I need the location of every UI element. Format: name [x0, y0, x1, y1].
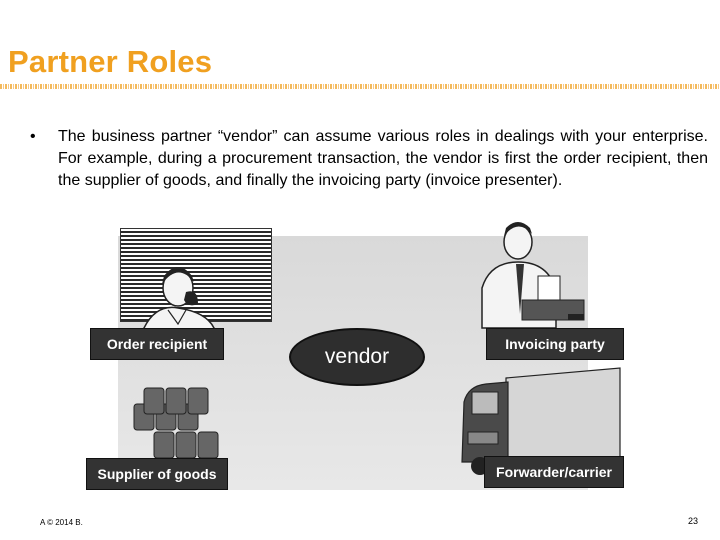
invoicing-party-label: Invoicing party [486, 328, 624, 360]
bullet-item: • The business partner “vendor” can assu… [30, 126, 708, 192]
bullet-text: The business partner “vendor” can assume… [58, 128, 708, 189]
barrels-illustration [133, 387, 219, 459]
vendor-center-label: vendor [289, 328, 425, 386]
bullet-marker: • [30, 128, 36, 145]
forwarder-carrier-label: Forwarder/carrier [484, 456, 624, 488]
window-blinds-graphic [120, 228, 272, 322]
truck-illustration [461, 367, 621, 475]
slide-title: Partner Roles [8, 44, 213, 79]
invoice-person-illustration [481, 222, 585, 329]
footer-copyright: A © 2014 B. [40, 518, 83, 527]
supplier-of-goods-label: Supplier of goods [86, 458, 228, 490]
vendor-roles-diagram: Order recipient Invoicing party Supplier… [86, 218, 626, 490]
order-recipient-label: Order recipient [90, 328, 224, 360]
page-number: 23 [688, 516, 699, 526]
title-divider [0, 84, 720, 89]
